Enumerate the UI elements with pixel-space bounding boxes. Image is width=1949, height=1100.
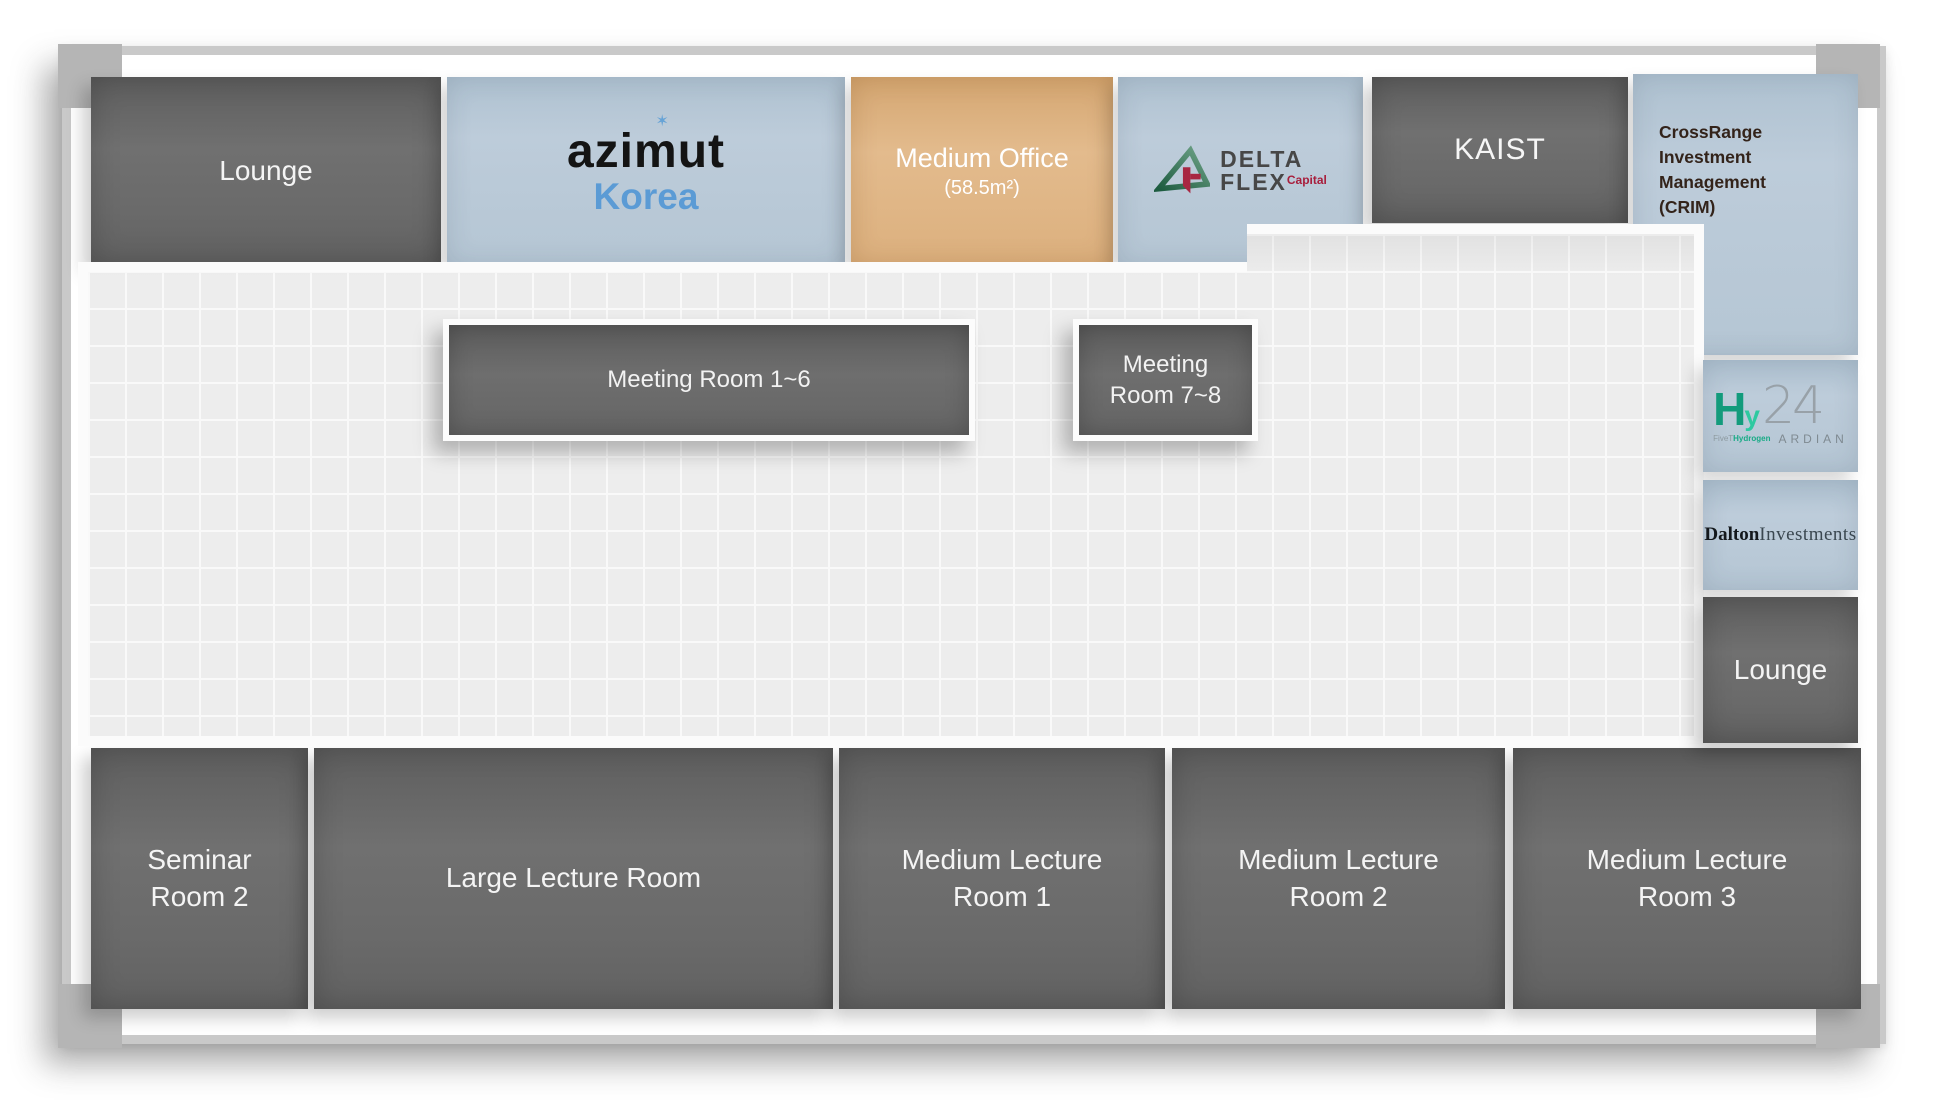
hy24-y: y (1744, 400, 1760, 432)
room-meeting-1-6: Meeting Room 1~6 (443, 319, 975, 441)
room-medium-lecture-3: Medium Lecture Room 3 (1513, 748, 1861, 1009)
meeting-7-8-line1: Meeting (1122, 350, 1209, 378)
seminar-2-line2: Room 2 (150, 880, 249, 912)
room-dalton-investments: DaltonInvestments (1703, 480, 1858, 590)
meeting-1-6-label: Meeting Room 1~6 (607, 366, 811, 394)
room-delta-flex: DELTA FLEXCapital (1118, 77, 1363, 265)
delta-flex-word2: FLEX (1220, 169, 1287, 195)
crim-line3: (CRIM) (1659, 196, 1716, 217)
room-meeting-7-8: Meeting Room 7~8 (1073, 319, 1258, 441)
delta-flex-logo: DELTA FLEXCapital (1154, 145, 1327, 197)
ardian-label: ARDIAN (1778, 431, 1848, 446)
dalton-bold: Dalton (1704, 524, 1760, 545)
room-lounge-right: Lounge (1703, 597, 1858, 743)
seminar-2-line1: Seminar (147, 844, 252, 876)
delta-flex-word1: DELTA (1220, 145, 1304, 172)
room-large-lecture: Large Lecture Room (314, 748, 833, 1009)
medium-lecture-1-line1: Medium Lecture (901, 844, 1103, 876)
delta-flex-triangle-icon (1154, 145, 1211, 194)
floor-area (88, 234, 1694, 736)
kaist-label: KAIST (1454, 133, 1546, 166)
room-medium-office: Medium Office (58.5m²) (851, 77, 1113, 265)
medium-lecture-3-line1: Medium Lecture (1586, 844, 1788, 876)
large-lecture-label: Large Lecture Room (445, 862, 702, 894)
azimut-country-label: Korea (593, 175, 699, 217)
medium-office-area: (58.5m²) (944, 176, 1020, 199)
azimut-star-icon: ✶ (655, 112, 669, 130)
room-azimut-korea: ✶ azimut Korea (447, 77, 845, 265)
lounge-left-label: Lounge (219, 154, 313, 186)
medium-lecture-2-line2: Room 2 (1289, 880, 1388, 912)
medium-lecture-2-line1: Medium Lecture (1238, 844, 1439, 876)
medium-lecture-3-line2: Room 3 (1637, 880, 1737, 912)
medium-office-label: Medium Office (895, 142, 1069, 173)
room-medium-lecture-2: Medium Lecture Room 2 (1172, 748, 1505, 1009)
crim-label: CrossRange Investment Management (CRIM) (1633, 74, 1858, 219)
meeting-7-8-line2: Room 7~8 (1109, 382, 1222, 409)
room-seminar-2: Seminar Room 2 (91, 748, 308, 1009)
medium-lecture-1-line2: Room 1 (952, 880, 1052, 912)
room-kaist: KAIST (1372, 77, 1628, 223)
crim-line1: CrossRange (1659, 122, 1763, 142)
azimut-logo: ✶ azimut Korea (566, 113, 725, 217)
hy24-number: 24 (1761, 376, 1825, 437)
room-lounge-left: Lounge (91, 77, 441, 265)
delta-flex-capital-label: Capital (1286, 173, 1327, 187)
azimut-wordmark: azimut (566, 124, 725, 178)
fivet-hydrogen-label: FiveTHydrogen (1713, 434, 1771, 444)
room-medium-lecture-1: Medium Lecture Room 1 (839, 748, 1165, 1009)
hy24-h: H (1713, 383, 1747, 435)
dalton-logo: DaltonInvestments (1704, 524, 1856, 546)
dalton-regular: Investments (1759, 524, 1857, 545)
crim-line2: Investment Management (1659, 146, 1766, 192)
lounge-right-label: Lounge (1733, 653, 1828, 685)
